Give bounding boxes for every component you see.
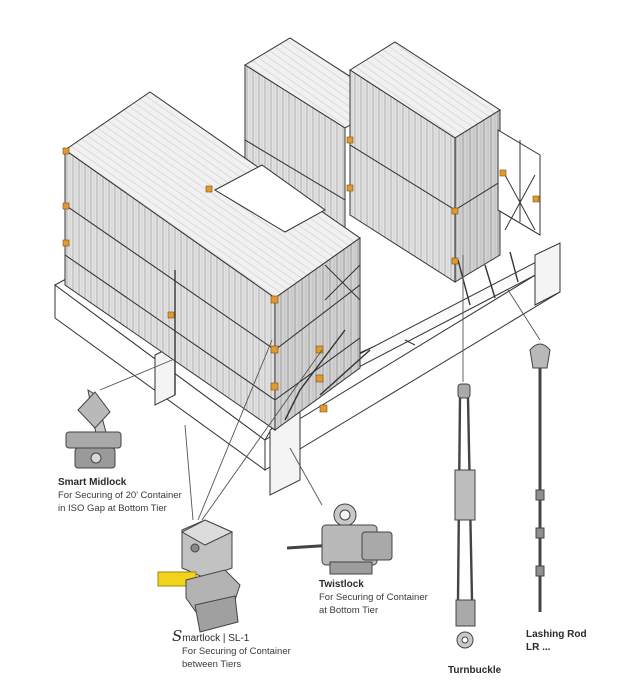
turnbuckle-title: Turnbuckle	[448, 665, 502, 676]
lashing-rod-title: Lashing Rod	[526, 629, 587, 640]
corner-castings	[62, 136, 540, 413]
turnbuckle-icon	[454, 383, 476, 649]
smartlock-title-initial: S	[172, 627, 183, 645]
twistlock-title: Twistlock	[319, 579, 364, 590]
smartlock-title-suffix: | SL-1	[220, 633, 250, 644]
label-smartlock: Smartlock | SL-1 For Securing of Contain…	[172, 629, 291, 671]
lashing-rod-subtitle: LR ...	[526, 642, 551, 653]
smartlock-desc-line1: For Securing of Container	[182, 646, 291, 657]
label-turnbuckle: Turnbuckle	[448, 664, 501, 677]
smartlock-title-rest: martlock	[182, 633, 221, 644]
leader-lines	[99, 255, 541, 521]
smart-midlock-desc-line2: in ISO Gap at Bottom Tier	[58, 503, 167, 514]
container-stack-front	[64, 91, 371, 431]
smartlock-desc-line2: between Tiers	[182, 659, 242, 670]
smart-midlock-desc-line1: For Securing of 20’ Container	[58, 490, 182, 501]
label-twistlock: Twistlock For Securing of Container at B…	[319, 578, 428, 617]
twistlock-icon	[286, 503, 393, 575]
label-lashing-rod: Lashing Rod LR ...	[526, 628, 587, 654]
smart-midlock-title: Smart Midlock	[58, 477, 127, 488]
label-smart-midlock: Smart Midlock For Securing of 20’ Contai…	[58, 476, 182, 515]
smartlock-icon	[157, 519, 241, 633]
smartlock-title: Smartlock | SL-1	[172, 629, 250, 645]
lashing-rod-icon	[529, 343, 551, 612]
smart-midlock-icon	[65, 388, 122, 469]
twistlock-desc-line2: at Bottom Tier	[319, 605, 379, 616]
twistlock-desc-line1: For Securing of Container	[319, 592, 428, 603]
